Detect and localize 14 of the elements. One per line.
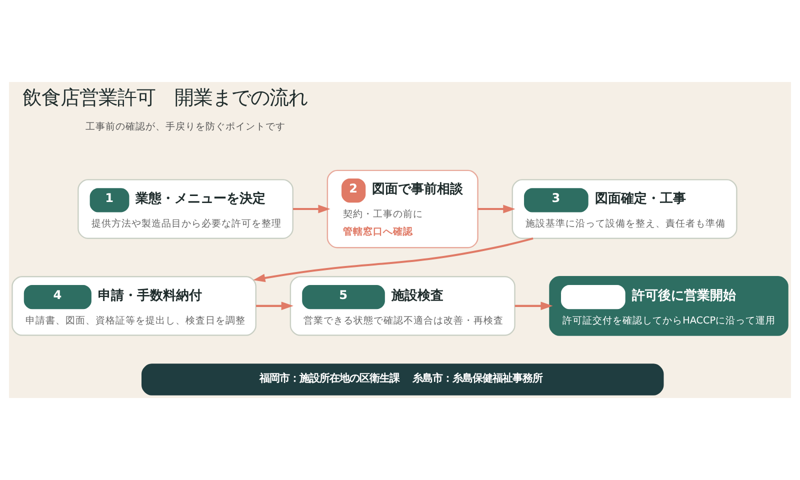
arrow [253,237,534,282]
node-box: 5 施設検査 営業できる状態で確認不適合は改善・再検査 [290,276,516,336]
node-box: 4 申請・手数料納付 申請書、図面、資格証等を提出し、検査日を調整 [12,276,256,336]
arrow [478,204,516,214]
node-box: 許可後に営業開始 許可証交付を確認してからHACCPに沿って運用 [549,276,788,336]
arrow [514,302,553,310]
node-box: 3 図面確定・工事 施設基準に沿って設備を整え、責任者も準備 [512,179,738,239]
node-box: 1 業態・メニューを決定 提供方法や製造品目から必要な許可を整理 [78,179,294,239]
node-box: 2 図面で事前相談 契約・工事の前に 管轄窓口へ確認 [326,170,478,248]
arrow [293,204,330,214]
label: 工事前の確認が、手戻りを防ぐポイントです [86,122,286,133]
node-box: 福岡市：施設所在地の区衛生課 糸島市：糸島保健福祉事務所 [142,364,664,396]
diagram-title: 飲食店営業許可 開業までの流れ [22,86,308,109]
arrow [256,302,294,310]
